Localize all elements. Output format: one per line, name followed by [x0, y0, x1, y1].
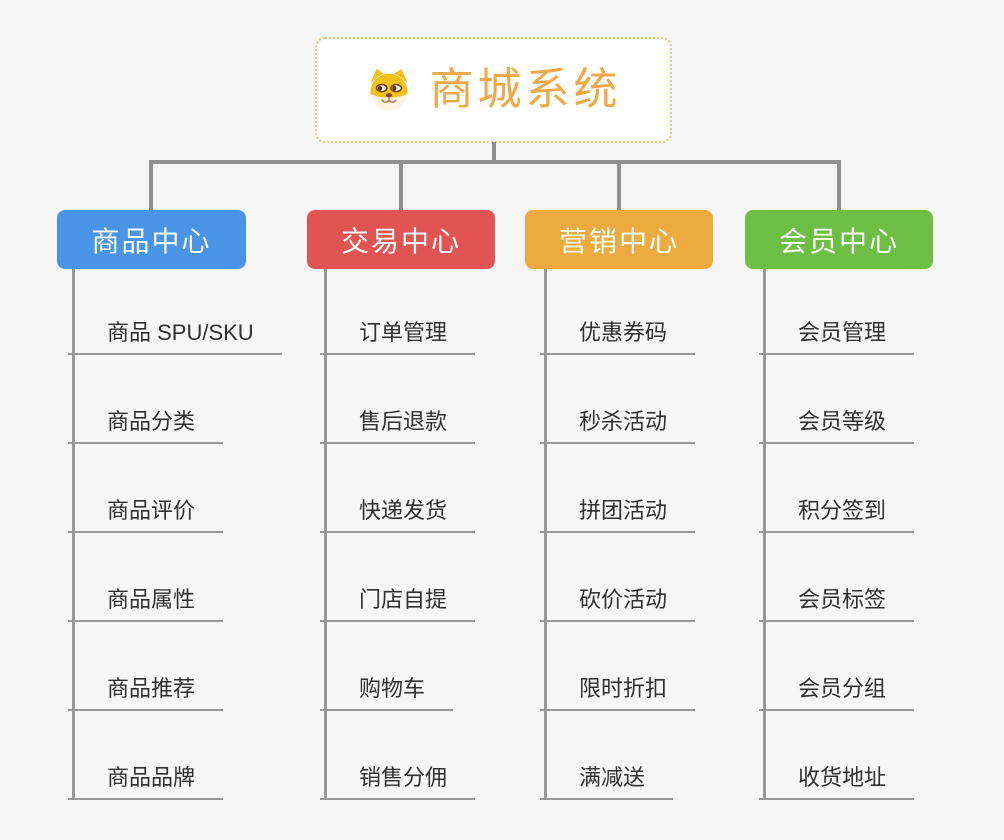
- branch-list-marketing: 优惠券码 秒杀活动 拼团活动 砍价活动 限时折扣 满减送: [540, 266, 820, 800]
- list-item[interactable]: 商品分类: [68, 407, 224, 444]
- branch-list-member: 会员管理 会员等级 积分签到 会员标签 会员分组 收货地址: [759, 266, 1004, 800]
- list-item-row: 砍价活动: [540, 533, 820, 622]
- list-item[interactable]: 订单管理: [320, 318, 476, 355]
- list-item[interactable]: 售后退款: [320, 407, 476, 444]
- list-item-row: 会员分组: [759, 622, 1004, 711]
- branch-list-product: 商品 SPU/SKU 商品分类 商品评价 商品属性 商品推荐 商品品牌: [68, 266, 348, 800]
- list-item[interactable]: 限时折扣: [540, 674, 696, 711]
- list-item[interactable]: 购物车: [320, 674, 454, 711]
- list-item-row: 会员标签: [759, 533, 1004, 622]
- branch-header-member-center[interactable]: 会员中心: [745, 210, 933, 269]
- connector-horizontal-bar: [149, 160, 841, 164]
- list-item[interactable]: 会员管理: [759, 318, 915, 355]
- list-item-row: 商品属性: [68, 533, 348, 622]
- branch-list-trade: 订单管理 售后退款 快递发货 门店自提 购物车 销售分佣: [320, 266, 600, 800]
- list-item-row: 收货地址: [759, 711, 1004, 800]
- list-item-row: 积分签到: [759, 444, 1004, 533]
- branch-trunk-line: [324, 269, 327, 800]
- branch-trunk-line: [763, 269, 766, 800]
- list-item-row: 订单管理: [320, 266, 600, 355]
- list-item-row: 商品评价: [68, 444, 348, 533]
- list-item-row: 售后退款: [320, 355, 600, 444]
- list-item[interactable]: 快递发货: [320, 496, 476, 533]
- connector-drop-marketing: [617, 160, 621, 211]
- connector-drop-member: [837, 160, 841, 211]
- shiba-dog-face-icon: [369, 68, 408, 111]
- list-item[interactable]: 商品推荐: [68, 674, 224, 711]
- branch-header-product-center[interactable]: 商品中心: [57, 210, 246, 269]
- list-item[interactable]: 销售分佣: [320, 763, 476, 800]
- list-item-row: 商品推荐: [68, 622, 348, 711]
- list-item[interactable]: 拼团活动: [540, 496, 696, 533]
- list-item[interactable]: 满减送: [540, 763, 674, 800]
- list-item-row: 购物车: [320, 622, 600, 711]
- list-item[interactable]: 商品品牌: [68, 763, 224, 800]
- list-item[interactable]: 会员标签: [759, 585, 915, 622]
- list-item[interactable]: 优惠券码: [540, 318, 696, 355]
- list-item-row: 会员管理: [759, 266, 1004, 355]
- list-item[interactable]: 秒杀活动: [540, 407, 696, 444]
- list-item-row: 优惠券码: [540, 266, 820, 355]
- list-item-row: 商品 SPU/SKU: [68, 266, 348, 355]
- list-item-row: 秒杀活动: [540, 355, 820, 444]
- branch-header-trade-center[interactable]: 交易中心: [307, 210, 495, 269]
- list-item[interactable]: 商品属性: [68, 585, 224, 622]
- root-node[interactable]: 商城系统: [315, 37, 672, 143]
- list-item-row: 销售分佣: [320, 711, 600, 800]
- list-item[interactable]: 砍价活动: [540, 585, 696, 622]
- list-item-row: 商品品牌: [68, 711, 348, 800]
- list-item-row: 快递发货: [320, 444, 600, 533]
- connector-root-stem: [492, 142, 496, 163]
- list-item[interactable]: 会员分组: [759, 674, 915, 711]
- branch-header-marketing-center[interactable]: 营销中心: [525, 210, 713, 269]
- connector-drop-trade: [399, 160, 403, 211]
- list-item-row: 商品分类: [68, 355, 348, 444]
- list-item[interactable]: 门店自提: [320, 585, 476, 622]
- branch-trunk-line: [72, 269, 75, 800]
- list-item-row: 拼团活动: [540, 444, 820, 533]
- list-item[interactable]: 会员等级: [759, 407, 915, 444]
- list-item-row: 门店自提: [320, 533, 600, 622]
- list-item[interactable]: 收货地址: [759, 763, 915, 800]
- list-item[interactable]: 积分签到: [759, 496, 915, 533]
- list-item[interactable]: 商品 SPU/SKU: [68, 318, 282, 355]
- list-item-row: 限时折扣: [540, 622, 820, 711]
- connector-drop-product: [149, 160, 153, 211]
- list-item-row: 会员等级: [759, 355, 1004, 444]
- branch-trunk-line: [544, 269, 547, 800]
- list-item-row: 满减送: [540, 711, 820, 800]
- list-item[interactable]: 商品评价: [68, 496, 224, 533]
- root-title: 商城系统: [429, 65, 622, 114]
